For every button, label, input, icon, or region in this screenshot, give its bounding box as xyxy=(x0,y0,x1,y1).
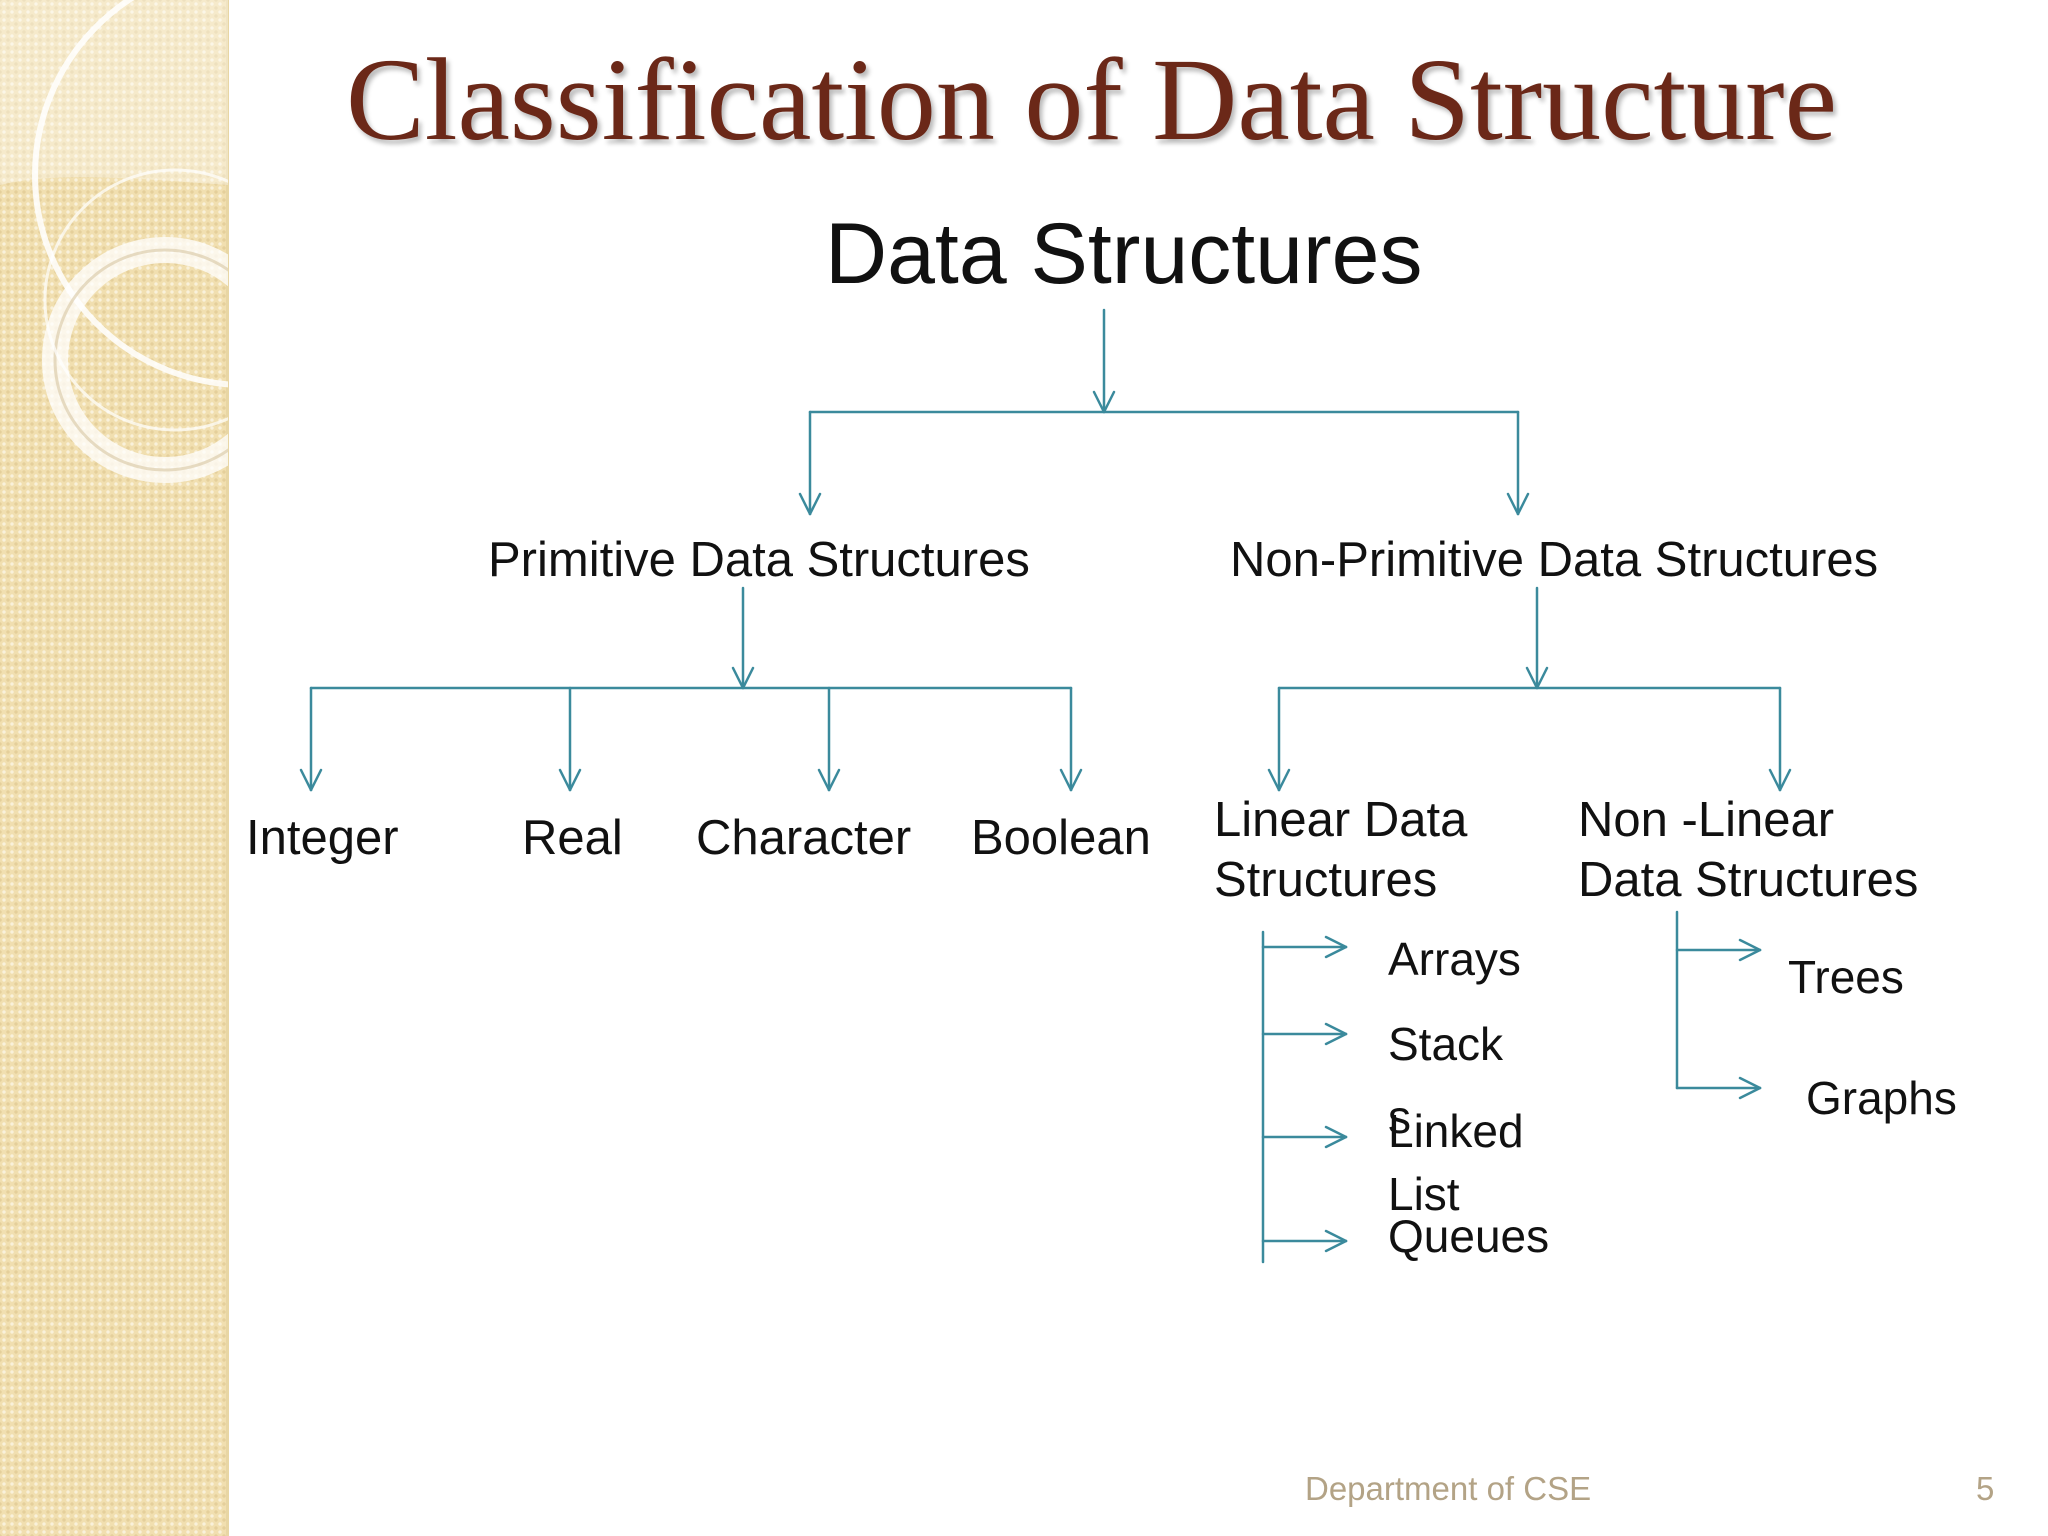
item-graphs: Graphs xyxy=(1806,1072,1957,1124)
node-non-primitive: Non-Primitive Data Structures xyxy=(1230,533,1879,587)
footer-page-number: 5 xyxy=(1976,1470,1995,1507)
root-node: Data Structures xyxy=(825,206,1423,302)
arrow-primitive-child-1-head-left xyxy=(558,768,572,792)
node-linear-line1: Linear Data xyxy=(1214,793,1468,847)
arrow-nonlinear-item-0-head-bottom xyxy=(1738,948,1762,962)
arrow-nonprimitive-down-head-left xyxy=(1525,666,1539,690)
arrow-primitive-child-3-head-left xyxy=(1059,768,1073,792)
arrow-root-head-left xyxy=(1092,390,1106,414)
item-linked: Linked xyxy=(1388,1105,1524,1157)
item-list: List xyxy=(1388,1168,1460,1220)
sidebar-edge xyxy=(226,0,229,1536)
arrow-primitive-child-2-head-right xyxy=(827,768,841,792)
arrow-primitive-child-0-head-right xyxy=(309,768,323,792)
arrow-primitive-head-right xyxy=(808,492,822,516)
arrow-nonlinear-head-left xyxy=(1768,768,1782,792)
arrow-nonlinear-item-1-head-top xyxy=(1738,1076,1762,1090)
footer-department: Department of CSE xyxy=(1305,1470,1592,1507)
node-boolean: Boolean xyxy=(971,811,1151,865)
node-primitive: Primitive Data Structures xyxy=(488,533,1030,587)
arrow-primitive-child-1-head-right xyxy=(568,768,582,792)
arrow-non-primitive-head-left xyxy=(1506,492,1520,516)
arrow-linear-item-2-head-top xyxy=(1324,1125,1348,1139)
item-stack: Stack xyxy=(1388,1018,1504,1070)
arrow-primitive-down-head-left xyxy=(731,666,745,690)
connector-group xyxy=(299,308,1792,1264)
node-nonlinear-line2: Data Structures xyxy=(1578,853,1919,907)
node-linear-line2: Structures xyxy=(1214,853,1438,907)
item-stack-wrap: s xyxy=(1388,1091,1411,1143)
arrow-linear-item-3-head-bottom xyxy=(1324,1239,1348,1253)
arrow-linear-item-2-head-bottom xyxy=(1324,1135,1348,1149)
arrow-primitive-child-2-head-left xyxy=(817,768,831,792)
node-character: Character xyxy=(696,811,912,865)
slide-title: Classification of Data Structure xyxy=(346,34,1837,165)
arrow-linear-item-0-head-bottom xyxy=(1324,945,1348,959)
arrow-linear-item-0-head-top xyxy=(1324,935,1348,949)
arrow-linear-item-1-head-bottom xyxy=(1324,1032,1348,1046)
arrow-nonlinear-item-0-head-top xyxy=(1738,938,1762,952)
node-integer: Integer xyxy=(246,811,399,865)
arrow-linear-head-right xyxy=(1277,768,1291,792)
arrow-linear-item-3-head-top xyxy=(1324,1229,1348,1243)
arrow-primitive-head-left xyxy=(798,492,812,516)
item-trees: Trees xyxy=(1788,951,1904,1003)
arrow-root-head-right xyxy=(1102,390,1116,414)
decorative-rings-icon xyxy=(0,0,228,483)
arrow-linear-item-1-head-top xyxy=(1324,1022,1348,1036)
arrow-primitive-child-0-head-left xyxy=(299,768,313,792)
arrow-nonprimitive-down-head-right xyxy=(1535,666,1549,690)
arrow-nonlinear-head-right xyxy=(1778,768,1792,792)
node-nonlinear-line1: Non -Linear xyxy=(1578,793,1835,847)
arrow-non-primitive-head-right xyxy=(1516,492,1530,516)
node-real: Real xyxy=(522,811,623,865)
arrow-nonlinear-item-1-head-bottom xyxy=(1738,1086,1762,1100)
arrow-primitive-child-3-head-right xyxy=(1069,768,1083,792)
arrow-primitive-down-head-right xyxy=(741,666,755,690)
arrow-linear-head-left xyxy=(1267,768,1281,792)
item-queues: Queues xyxy=(1388,1210,1550,1262)
item-arrays: Arrays xyxy=(1388,933,1521,985)
